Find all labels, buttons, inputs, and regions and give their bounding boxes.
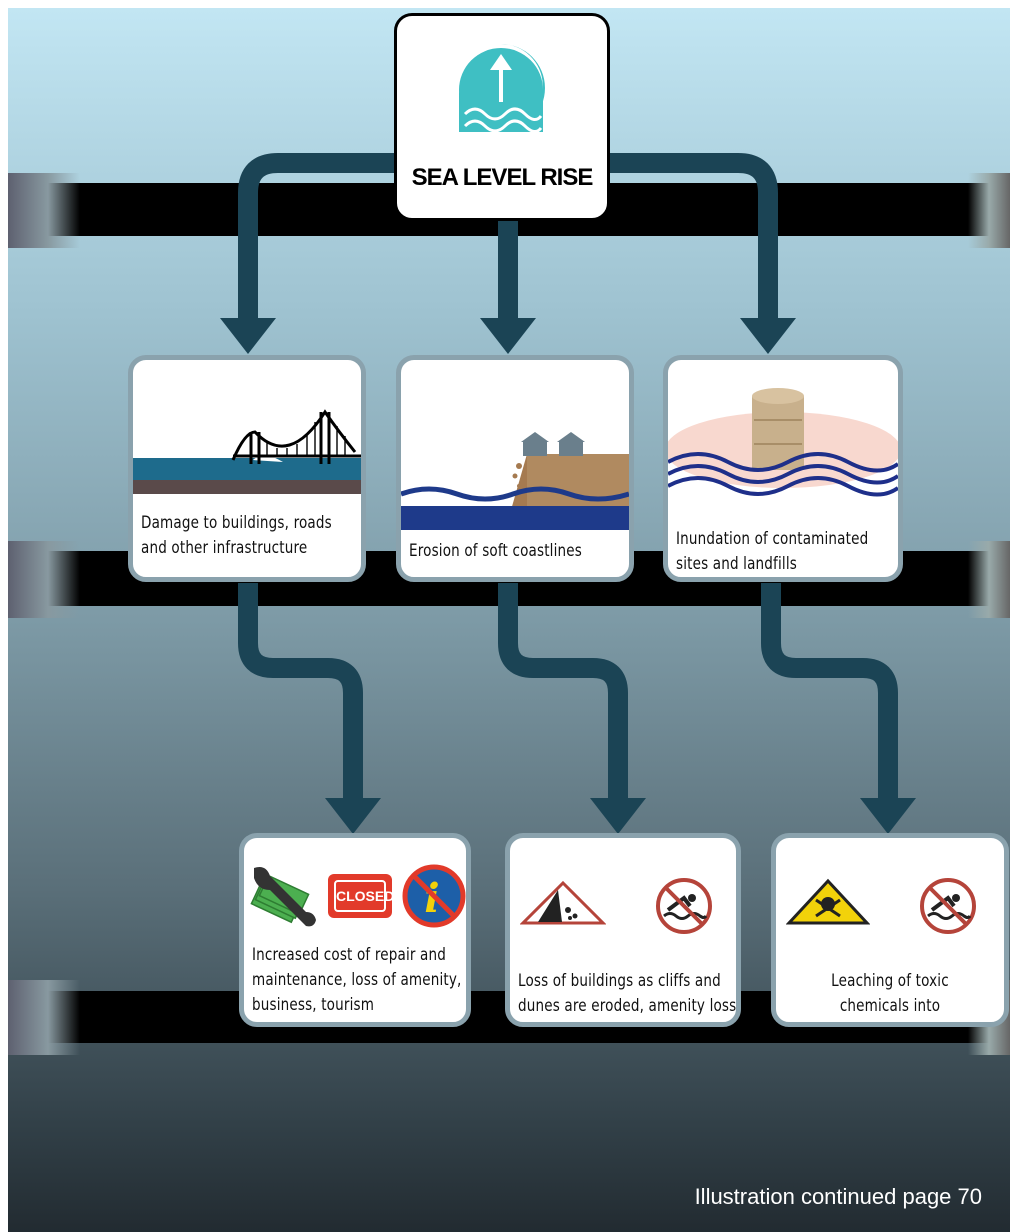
connector-arrows (220, 153, 916, 834)
arrowhead-bottom-left (325, 798, 381, 834)
impact-label-line: sites and landfills (676, 554, 797, 573)
arrowhead-bottom-right (860, 798, 916, 834)
closed-sign: CLOSED (328, 874, 394, 918)
impact-label-inundation: Inundation of contaminated sites and lan… (676, 526, 898, 576)
consequence-label-leaching: Leaching of toxic chemicals into waterwa… (797, 968, 984, 1022)
consequence-label-line: Leaching of toxic chemicals into (831, 971, 949, 1015)
connector-center-down (498, 583, 628, 803)
consequence-label-line: Loss of buildings as cliffs and (518, 971, 721, 990)
connector-right-down (761, 583, 898, 803)
shelf-left-bottom (8, 980, 80, 1055)
consequence-box-costs: CLOSED i Increased cost of repair and ma… (239, 833, 471, 1027)
impact-label-infrastructure: Damage to buildings, roads and other inf… (141, 510, 361, 560)
rockfall-warning-icon (520, 880, 606, 925)
consequence-label-costs: Increased cost of repair and maintenance… (252, 942, 466, 1017)
arrowhead-left (220, 318, 276, 354)
no-swimming-icon (920, 878, 976, 934)
impact-label-line: Damage to buildings, roads (141, 513, 332, 532)
impact-label-line: Inundation of contaminated (676, 529, 869, 548)
landfill-drum-icon (668, 388, 898, 497)
impact-label-line: and other infrastructure (141, 538, 308, 557)
impact-label-line: Erosion of soft coastlines (409, 541, 582, 560)
info-no-icon: i (402, 864, 466, 928)
impact-box-erosion: Erosion of soft coastlines (396, 355, 634, 582)
consequence-label-line: maintenance, loss of amenity, (252, 970, 462, 989)
consequence-label-line: waterways and other areas (797, 1018, 984, 1022)
closed-sign-inner: CLOSED (334, 880, 394, 912)
connector-title-right (608, 153, 778, 323)
shelf-right-top (968, 173, 1010, 248)
consequence-label-buildings: Loss of buildings as cliffs and dunes ar… (518, 968, 737, 1018)
toxic-warning-icon (786, 878, 870, 925)
arrowhead-bottom-center (590, 798, 646, 834)
arrowhead-center (480, 318, 536, 354)
no-swimming-icon (656, 878, 712, 934)
impact-box-inundation: Inundation of contaminated sites and lan… (663, 355, 903, 582)
diagram-canvas: SEA LEVEL RISE Damage to build (8, 8, 1010, 1232)
title-box: SEA LEVEL RISE (394, 13, 610, 221)
impact-label-erosion: Erosion of soft coastlines (409, 538, 629, 563)
consequence-label-line: business, tourism (252, 995, 375, 1014)
bridge-icon (133, 409, 361, 494)
consequence-box-buildings: Loss of buildings as cliffs and dunes ar… (505, 833, 741, 1027)
connector-left-down (238, 583, 363, 803)
diagram-title: SEA LEVEL RISE (411, 164, 594, 191)
repair-money-icon (250, 867, 316, 927)
footer-note: Illustration continued page 70 (694, 1184, 982, 1209)
shelf-left-top (8, 173, 80, 248)
consequence-label-line: dunes are eroded, amenity loss (518, 996, 737, 1015)
arrowhead-right (740, 318, 796, 354)
consequence-label-line: Increased cost of repair and (252, 945, 447, 964)
cliff-houses-icon (401, 432, 629, 530)
sea-level-rise-icon (459, 44, 545, 133)
shelf-right-mid (968, 541, 1010, 618)
shelf-left-mid (8, 541, 80, 618)
impact-box-infrastructure: Damage to buildings, roads and other inf… (128, 355, 366, 582)
consequence-box-leaching: Leaching of toxic chemicals into waterwa… (771, 833, 1009, 1027)
connector-title-left (238, 153, 398, 323)
